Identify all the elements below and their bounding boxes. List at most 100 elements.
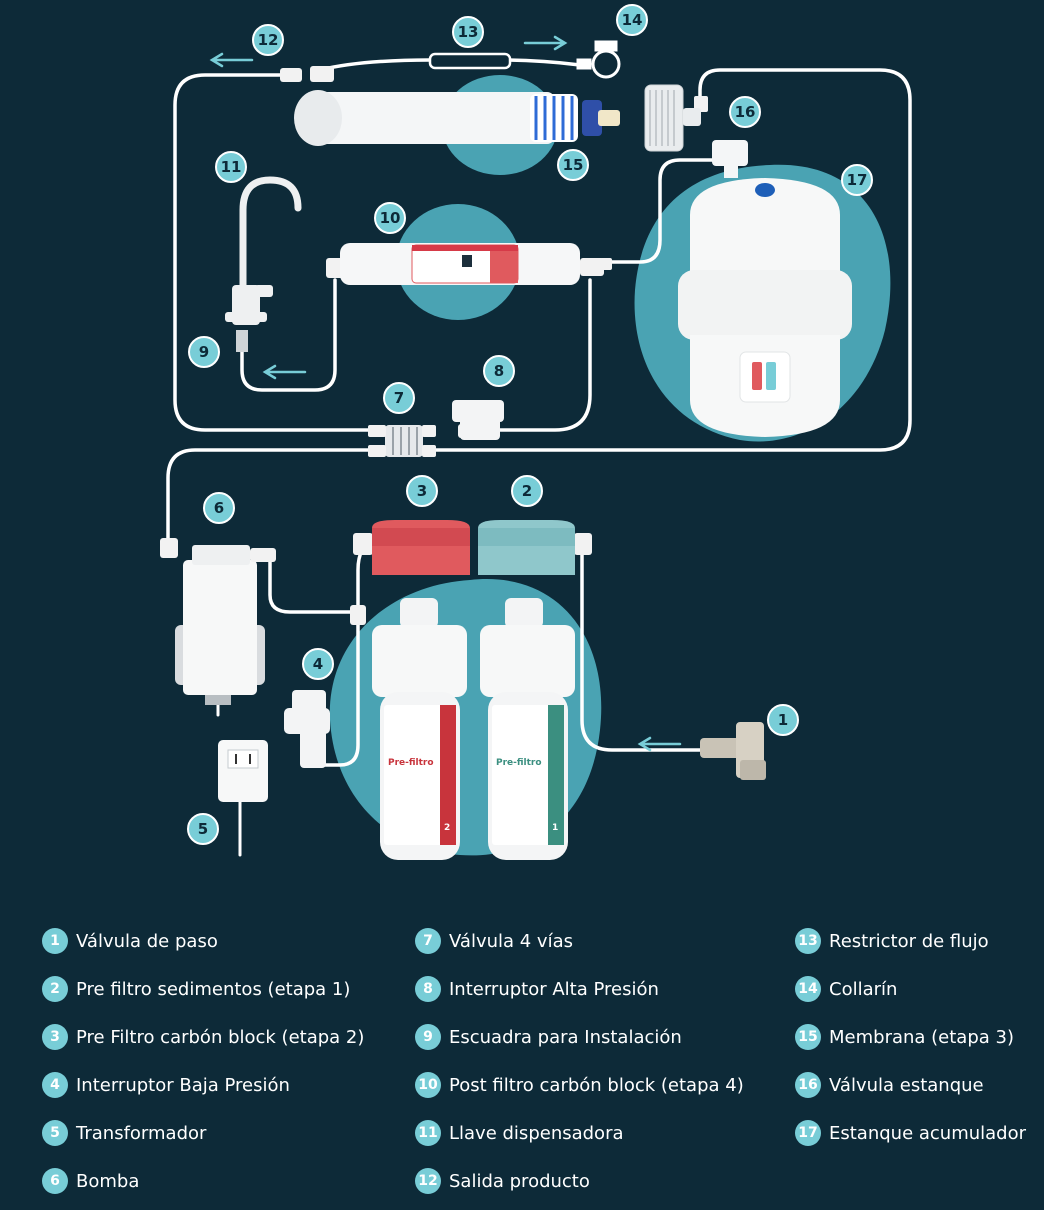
legend-item-12: 12 Salida producto — [415, 1167, 590, 1195]
prefilter-housing-stage1 — [480, 598, 575, 860]
svg-text:12: 12 — [258, 31, 279, 49]
legend-item-14: 14 Collarín — [795, 975, 897, 1003]
callout-10: 10 — [374, 202, 406, 234]
water-filter-diagram: 12 13 14 15 16 17 11 10 9 8 7 6 3 2 4 1 … — [160, 4, 912, 860]
svg-text:10: 10 — [380, 209, 401, 227]
legend-number-badge: 2 — [42, 976, 68, 1002]
legend-label: Post filtro carbón block (etapa 4) — [449, 1074, 744, 1096]
legend-number-badge: 9 — [415, 1024, 441, 1050]
callout-5: 5 — [187, 813, 219, 845]
four-way-valve — [368, 425, 436, 457]
svg-text:14: 14 — [622, 11, 643, 29]
callout-8: 8 — [483, 355, 515, 387]
low-pressure-switch — [284, 690, 330, 768]
callout-13: 13 — [452, 16, 484, 48]
callout-1: 1 — [767, 704, 799, 736]
callout-2: 2 — [511, 475, 543, 507]
svg-text:5: 5 — [198, 820, 208, 838]
inlet-valve — [700, 722, 766, 780]
svg-text:3: 3 — [417, 482, 427, 500]
callout-15: 15 — [557, 149, 589, 181]
flow-restrictor — [428, 52, 512, 70]
legend-label: Interruptor Alta Presión — [449, 978, 659, 1000]
stage2-label-num: 2 — [444, 823, 450, 833]
callout-7: 7 — [383, 382, 415, 414]
flow-arrows — [209, 35, 682, 752]
legend-number-badge: 8 — [415, 976, 441, 1002]
legend-number-badge: 10 — [415, 1072, 441, 1098]
legend-label: Pre filtro sedimentos (etapa 1) — [76, 978, 351, 1000]
callout-3: 3 — [406, 475, 438, 507]
legend-label: Collarín — [829, 978, 898, 1000]
legend-item-8: 8 Interruptor Alta Presión — [415, 975, 659, 1003]
collar-clamp — [576, 40, 621, 79]
legend-label: Interruptor Baja Presión — [76, 1074, 290, 1096]
legend-label: Válvula estanque — [829, 1074, 984, 1096]
stage1-label-title: Pre-filtro — [496, 758, 542, 768]
tank-valve — [644, 84, 748, 178]
callout-17: 17 — [841, 164, 873, 196]
svg-text:9: 9 — [199, 343, 209, 361]
svg-text:15: 15 — [563, 156, 584, 174]
legend-label: Restrictor de flujo — [829, 930, 989, 952]
prefilter-housing-stage2 — [372, 598, 467, 860]
storage-tank — [678, 178, 852, 437]
legend-number-badge: 4 — [42, 1072, 68, 1098]
legend-item-15: 15 Membrana (etapa 3) — [795, 1023, 1014, 1051]
svg-text:6: 6 — [214, 499, 224, 517]
legend-number-badge: 16 — [795, 1072, 821, 1098]
booster-pump — [175, 545, 276, 705]
legend-number-badge: 3 — [42, 1024, 68, 1050]
faucet-body — [225, 285, 273, 352]
callout-9: 9 — [188, 336, 220, 368]
svg-text:11: 11 — [221, 158, 242, 176]
legend-label: Llave dispensadora — [449, 1122, 624, 1144]
legend-label: Escuadra para Instalación — [449, 1026, 682, 1048]
legend-number-badge: 14 — [795, 976, 821, 1002]
svg-text:16: 16 — [735, 103, 756, 121]
legend-number-badge: 1 — [42, 928, 68, 954]
prefilter-caps — [372, 520, 575, 575]
legend-number-badge: 15 — [795, 1024, 821, 1050]
svg-text:17: 17 — [847, 171, 868, 189]
legend-label: Bomba — [76, 1170, 140, 1192]
legend-item-13: 13 Restrictor de flujo — [795, 927, 989, 955]
legend-item-17: 17 Estanque acumulador — [795, 1119, 1026, 1147]
legend-item-2: 2 Pre filtro sedimentos (etapa 1) — [42, 975, 350, 1003]
callout-14: 14 — [616, 4, 648, 36]
callout-16: 16 — [729, 96, 761, 128]
legend-label: Pre Filtro carbón block (etapa 2) — [76, 1026, 365, 1048]
svg-text:7: 7 — [394, 389, 404, 407]
connector-fittings — [160, 66, 708, 625]
legend-item-16: 16 Válvula estanque — [795, 1071, 984, 1099]
svg-text:8: 8 — [494, 362, 504, 380]
callout-11: 11 — [215, 151, 247, 183]
callout-12: 12 — [252, 24, 284, 56]
callout-6: 6 — [203, 492, 235, 524]
svg-text:2: 2 — [522, 482, 532, 500]
legend-number-badge: 7 — [415, 928, 441, 954]
legend-number-badge: 12 — [415, 1168, 441, 1194]
legend-item-10: 10 Post filtro carbón block (etapa 4) — [415, 1071, 744, 1099]
post-carbon-filter — [340, 243, 580, 285]
ro-membrane — [294, 90, 620, 146]
svg-text:4: 4 — [313, 655, 323, 673]
stage2-label-title: Pre-filtro — [388, 758, 434, 768]
high-pressure-switch — [452, 400, 504, 440]
callout-badges: 12 13 14 15 16 17 11 10 9 8 7 6 3 2 4 1 … — [187, 4, 873, 845]
legend-item-3: 3 Pre Filtro carbón block (etapa 2) — [42, 1023, 364, 1051]
legend-number-badge: 17 — [795, 1120, 821, 1146]
legend-label: Membrana (etapa 3) — [829, 1026, 1014, 1048]
legend-number-badge: 13 — [795, 928, 821, 954]
filter-printed-labels: Pre-filtro 2 Pre-filtro 1 — [388, 758, 558, 833]
legend-label: Salida producto — [449, 1170, 590, 1192]
legend-label: Estanque acumulador — [829, 1122, 1027, 1144]
stage1-label-num: 1 — [552, 823, 558, 833]
legend-item-4: 4 Interruptor Baja Presión — [42, 1071, 290, 1099]
svg-text:1: 1 — [778, 711, 788, 729]
legend-label: Válvula de paso — [76, 930, 218, 952]
